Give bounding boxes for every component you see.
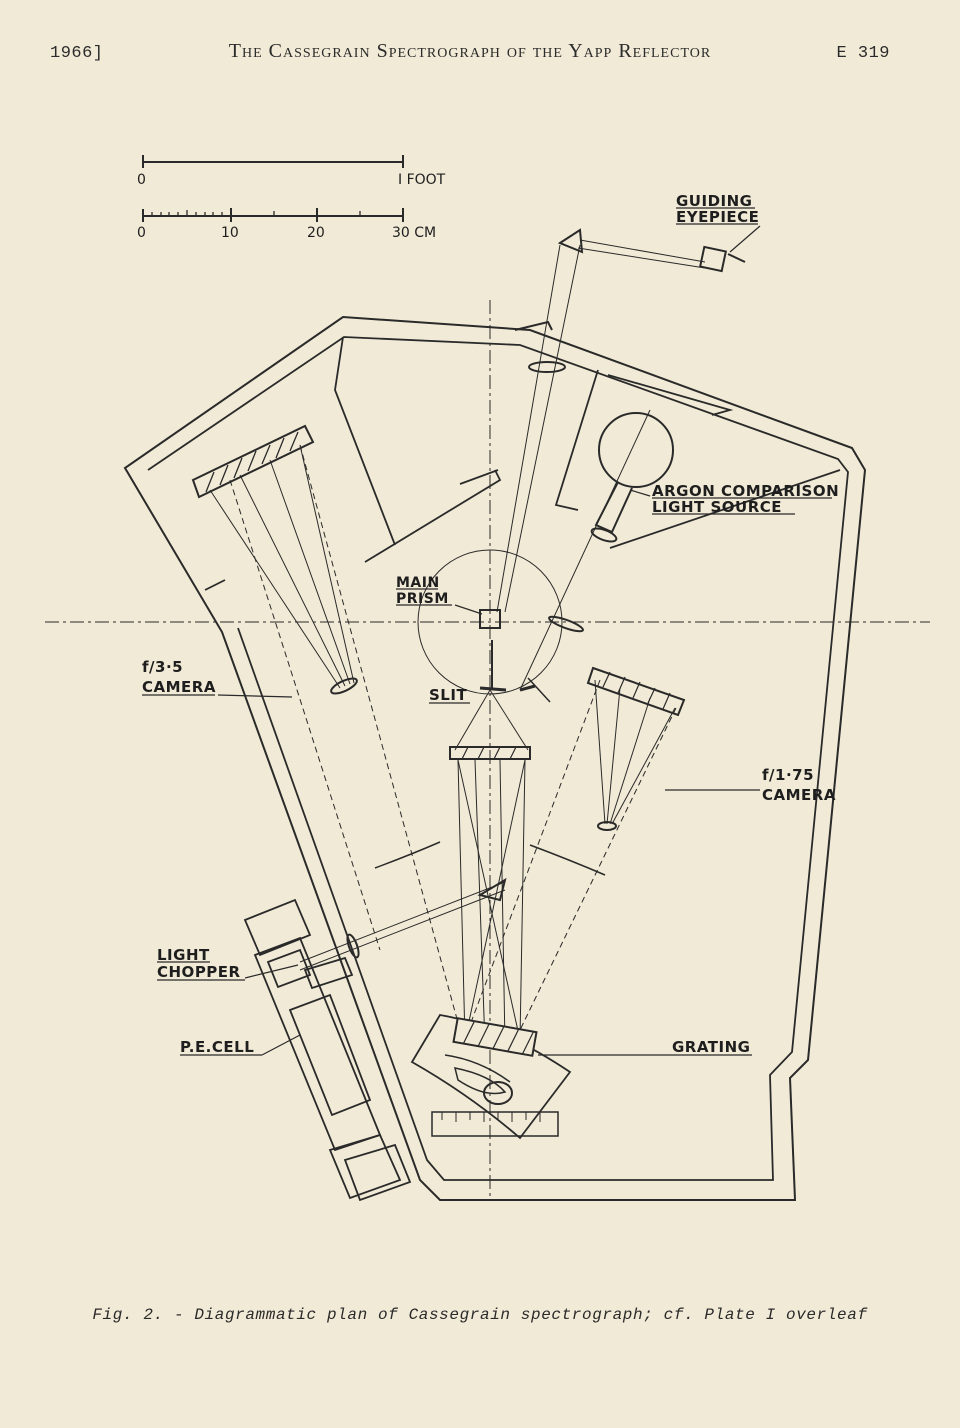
scale-bar-cm [142,208,404,222]
scale-foot-start: 0 [137,172,146,188]
label-camera35-2: CAMERA [142,678,216,696]
guiding-prism [557,228,584,254]
scale-bar-foot [142,155,404,168]
running-title: The Cassegrain Spectrograph of the Yapp … [228,40,712,62]
label-slit: SLIT [429,686,467,704]
page-number: E 319 [836,44,890,63]
label-light-chopper-2: CHOPPER [157,963,241,981]
label-camera175-2: CAMERA [762,786,836,804]
housing-outline [123,315,867,1201]
scale-foot-end: I FOOT [398,172,446,188]
scale-cm-tick-10: 10 [221,225,239,241]
label-light-chopper-1: LIGHT [157,946,210,964]
collimator-mirror [449,746,531,760]
label-argon-1: ARGON COMPARISON [652,482,839,500]
label-argon-2: LIGHT SOURCE [652,498,782,516]
grating-turntable [410,1014,572,1140]
guiding-eyepiece [698,245,728,273]
scale-cm-tick-30: 30 CM [392,225,436,241]
scale-cm-tick-20: 20 [307,225,325,241]
f175-camera-mirror [586,666,686,717]
f35-rays [209,444,461,1031]
label-camera175-1: f/1·75 [762,766,814,784]
running-header: 1966] The Cassegrain Spectrograph of the… [50,40,890,63]
pe-cell-assembly [243,898,412,1202]
page-year: 1966] [50,44,104,63]
scale-cm-tick-0: 0 [137,225,146,241]
f35-camera-mirror [191,424,315,499]
label-pe-cell: P.E.CELL [180,1038,254,1056]
label-camera35-1: f/3·5 [142,658,183,676]
slit [479,640,536,692]
label-guiding-1: GUIDING [676,192,752,210]
label-guiding-2: EYEPIECE [676,208,759,226]
label-grating: GRATING [672,1038,751,1056]
label-main-prism-2: PRISM [396,591,449,607]
figure-caption: Fig. 2. - Diagrammatic plan of Cassegrai… [92,1306,868,1324]
argon-lamp [519,409,674,691]
housing-inner [147,336,849,1181]
label-main-prism-1: MAIN [396,575,440,591]
